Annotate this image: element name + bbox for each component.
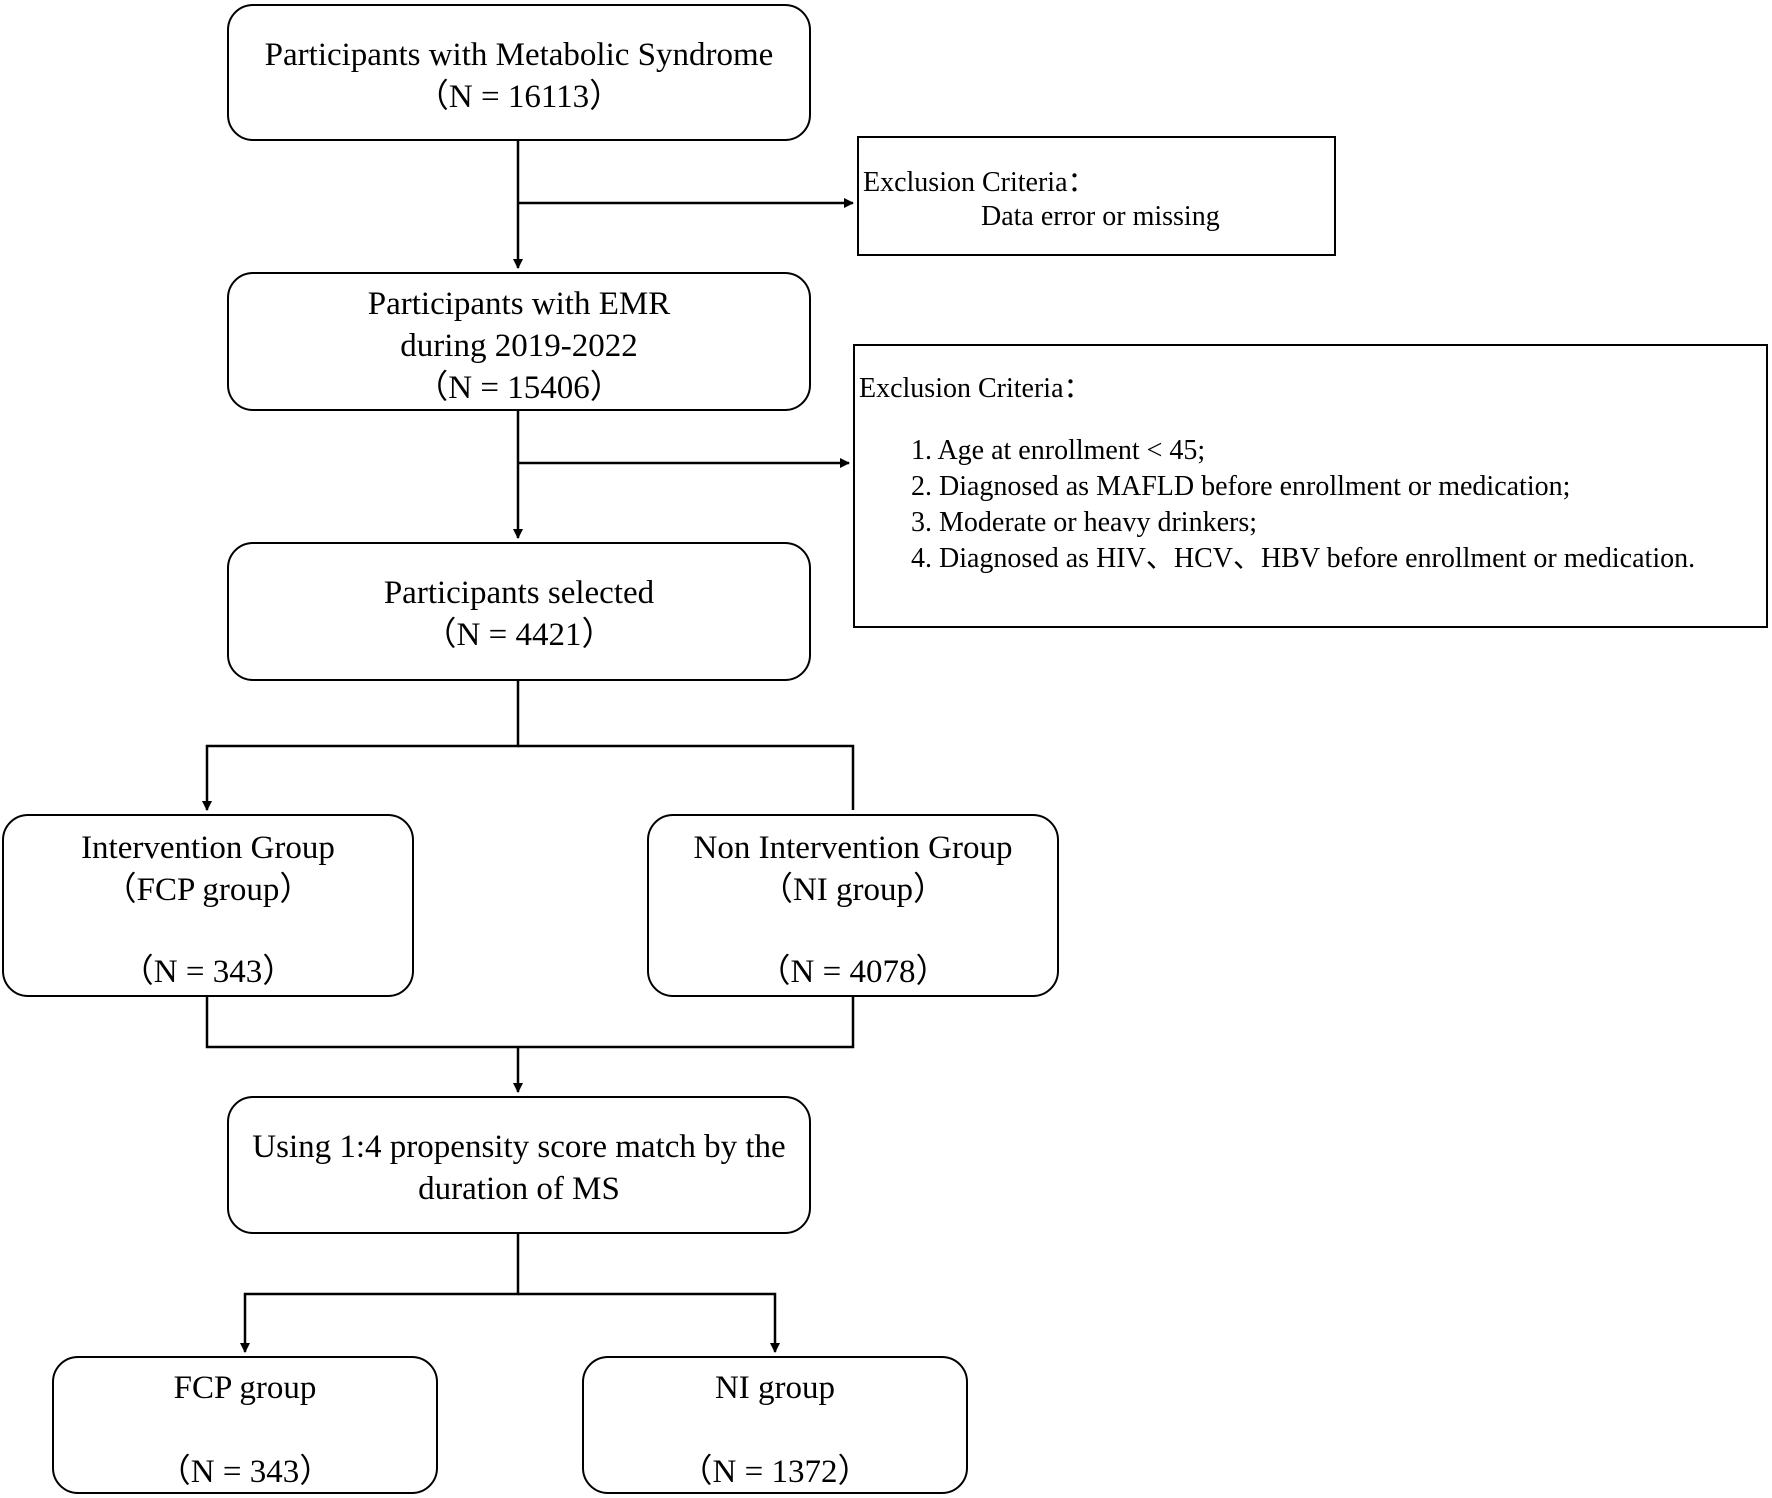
metabolic-title: Participants with Metabolic Syndrome: [264, 37, 774, 73]
fcp-final-count: （N = 343）: [157, 1454, 333, 1490]
non-intervention-title: Non Intervention Group: [693, 830, 1013, 866]
box-emr: Participants with EMR during 2019-2022 （…: [227, 272, 811, 411]
intervention-subtitle: （FCP group）: [103, 872, 313, 908]
connector-selected-split-right: [518, 744, 855, 810]
exclusion-box-1: Exclusion Criteria： Data error or missin…: [857, 136, 1336, 256]
connector-psm-split-right: [518, 1292, 780, 1353]
connector-selected-split: [202, 681, 520, 811]
exclusion1-text: Data error or missing: [981, 201, 1220, 232]
box-participants-selected: Participants selected （N = 4421）: [227, 542, 811, 681]
exclusion2-item-4: 4. Diagnosed as HIV、HCV、HBV before enrol…: [911, 543, 1696, 574]
emr-period: during 2019-2022: [400, 328, 638, 364]
selected-count: （N = 4421）: [423, 617, 615, 653]
box-fcp-group-final: FCP group （N = 343）: [52, 1356, 438, 1494]
intervention-title: Intervention Group: [81, 830, 335, 866]
box-metabolic-syndrome: Participants with Metabolic Syndrome （N …: [227, 4, 811, 141]
non-intervention-subtitle: （NI group）: [759, 872, 947, 908]
connector-groups-merge: [205, 997, 855, 1049]
ni-final-count: （N = 1372）: [679, 1454, 871, 1490]
psm-line-2: duration of MS: [418, 1171, 620, 1207]
exclusion2-item-2: 2. Diagnosed as MAFLD before enrollment …: [911, 471, 1571, 502]
exclusion2-item-3: 3. Moderate or heavy drinkers;: [911, 507, 1257, 538]
emr-title: Participants with EMR: [367, 286, 671, 322]
box-non-intervention-group: Non Intervention Group （NI group） （N = 4…: [647, 814, 1059, 997]
exclusion2-item-1: 1. Age at enrollment < 45;: [911, 435, 1206, 466]
exclusion1-title: Exclusion Criteria：: [863, 167, 1096, 198]
ni-final-title: NI group: [714, 1370, 836, 1406]
box-ni-group-final: NI group （N = 1372）: [582, 1356, 968, 1494]
non-intervention-count: （N = 4078）: [757, 954, 949, 990]
box-intervention-group: Intervention Group （FCP group） （N = 343）: [2, 814, 414, 997]
exclusion-box-2: Exclusion Criteria： 1. Age at enrollment…: [853, 344, 1768, 628]
fcp-final-title: FCP group: [173, 1370, 317, 1406]
intervention-count: （N = 343）: [120, 954, 296, 990]
connector-psm-split: [240, 1234, 520, 1353]
exclusion2-title: Exclusion Criteria：: [859, 373, 1092, 404]
box-propensity-match: Using 1:4 propensity score match by the …: [227, 1096, 811, 1234]
psm-line-1: Using 1:4 propensity score match by the: [252, 1129, 786, 1165]
selected-title: Participants selected: [383, 575, 655, 611]
metabolic-count: （N = 16113）: [415, 79, 623, 115]
emr-count: （N = 15406）: [415, 370, 623, 406]
